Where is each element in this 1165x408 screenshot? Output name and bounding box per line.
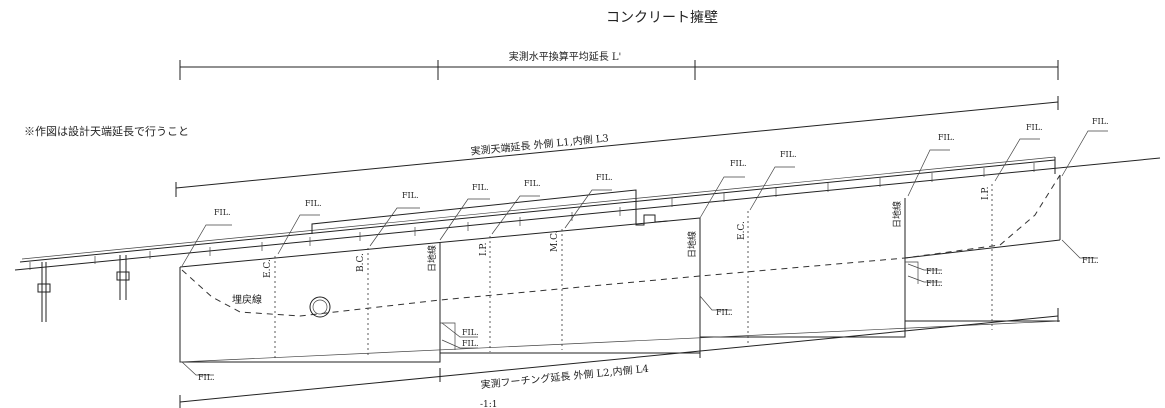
footing-dimension-line — [179, 308, 1059, 408]
fill-label-18: FIL. — [198, 373, 215, 382]
fill-label-2: FIL. — [305, 199, 322, 208]
bottom-partial-label: -1:1 — [480, 400, 498, 408]
mc-label: M.C. — [550, 230, 560, 252]
footing-dimension-label: 実測フーチング延長 外側 L2,内側 L4 — [480, 362, 649, 391]
fill-leaders — [181, 130, 1108, 376]
raised-curb — [311, 189, 669, 234]
ec-label-2: E.C. — [737, 221, 747, 240]
fill-label-14: FIL. — [462, 339, 479, 348]
fill-label-9: FIL. — [938, 133, 955, 142]
fill-label-1: FIL. — [214, 208, 231, 217]
fill-label-15: FIL. — [716, 308, 733, 317]
section-lines — [274, 184, 993, 360]
crest-dimension-line — [175, 96, 1059, 197]
top-dimension-line — [179, 60, 1059, 80]
footing-steps — [440, 261, 919, 350]
fill-label-5: FIL. — [524, 179, 541, 188]
ground-line-label-3: 日地線 — [891, 201, 903, 228]
ground-line-label-2: 日地線 — [686, 231, 698, 258]
fill-label-7: FIL. — [730, 159, 747, 168]
burial-dashed-line — [181, 174, 1061, 317]
ec-label-1: E.C. — [263, 259, 273, 278]
fill-label-12: FIL. — [1082, 256, 1099, 265]
fill-label-11: FIL. — [1092, 117, 1109, 126]
fill-label-4: FIL. — [472, 183, 489, 192]
drain-pipe — [309, 296, 331, 318]
fill-label-6: FIL. — [596, 173, 613, 182]
left-supports — [29, 251, 151, 322]
ip-label-2: I.P. — [981, 186, 991, 200]
fill-label-10: FIL. — [1026, 123, 1043, 132]
fill-label-17: FIL. — [926, 279, 943, 288]
fill-label-13: FIL. — [462, 328, 479, 337]
ip-label-1: I.P. — [479, 242, 489, 256]
road-surface — [14, 156, 1161, 271]
bc-label: B.C. — [356, 253, 366, 272]
top-dimension-label: 実測水平換算平均延長 L' — [509, 50, 622, 63]
fill-label-3: FIL. — [402, 191, 419, 200]
fill-label-16: FIL. — [926, 267, 943, 276]
fill-label-8: FIL. — [780, 150, 797, 159]
drawing-title: コンクリート擁壁 — [606, 10, 718, 26]
crest-dimension-label: 実測天端延長 外側 L1,内側 L3 — [470, 131, 609, 157]
ground-line-label-1: 日地線 — [426, 245, 438, 272]
drawing-note: ※作図は設計天端延長で行うこと — [24, 124, 189, 138]
burial-line-label: 埋戻線 — [232, 293, 262, 306]
railing-posts — [209, 163, 1035, 256]
